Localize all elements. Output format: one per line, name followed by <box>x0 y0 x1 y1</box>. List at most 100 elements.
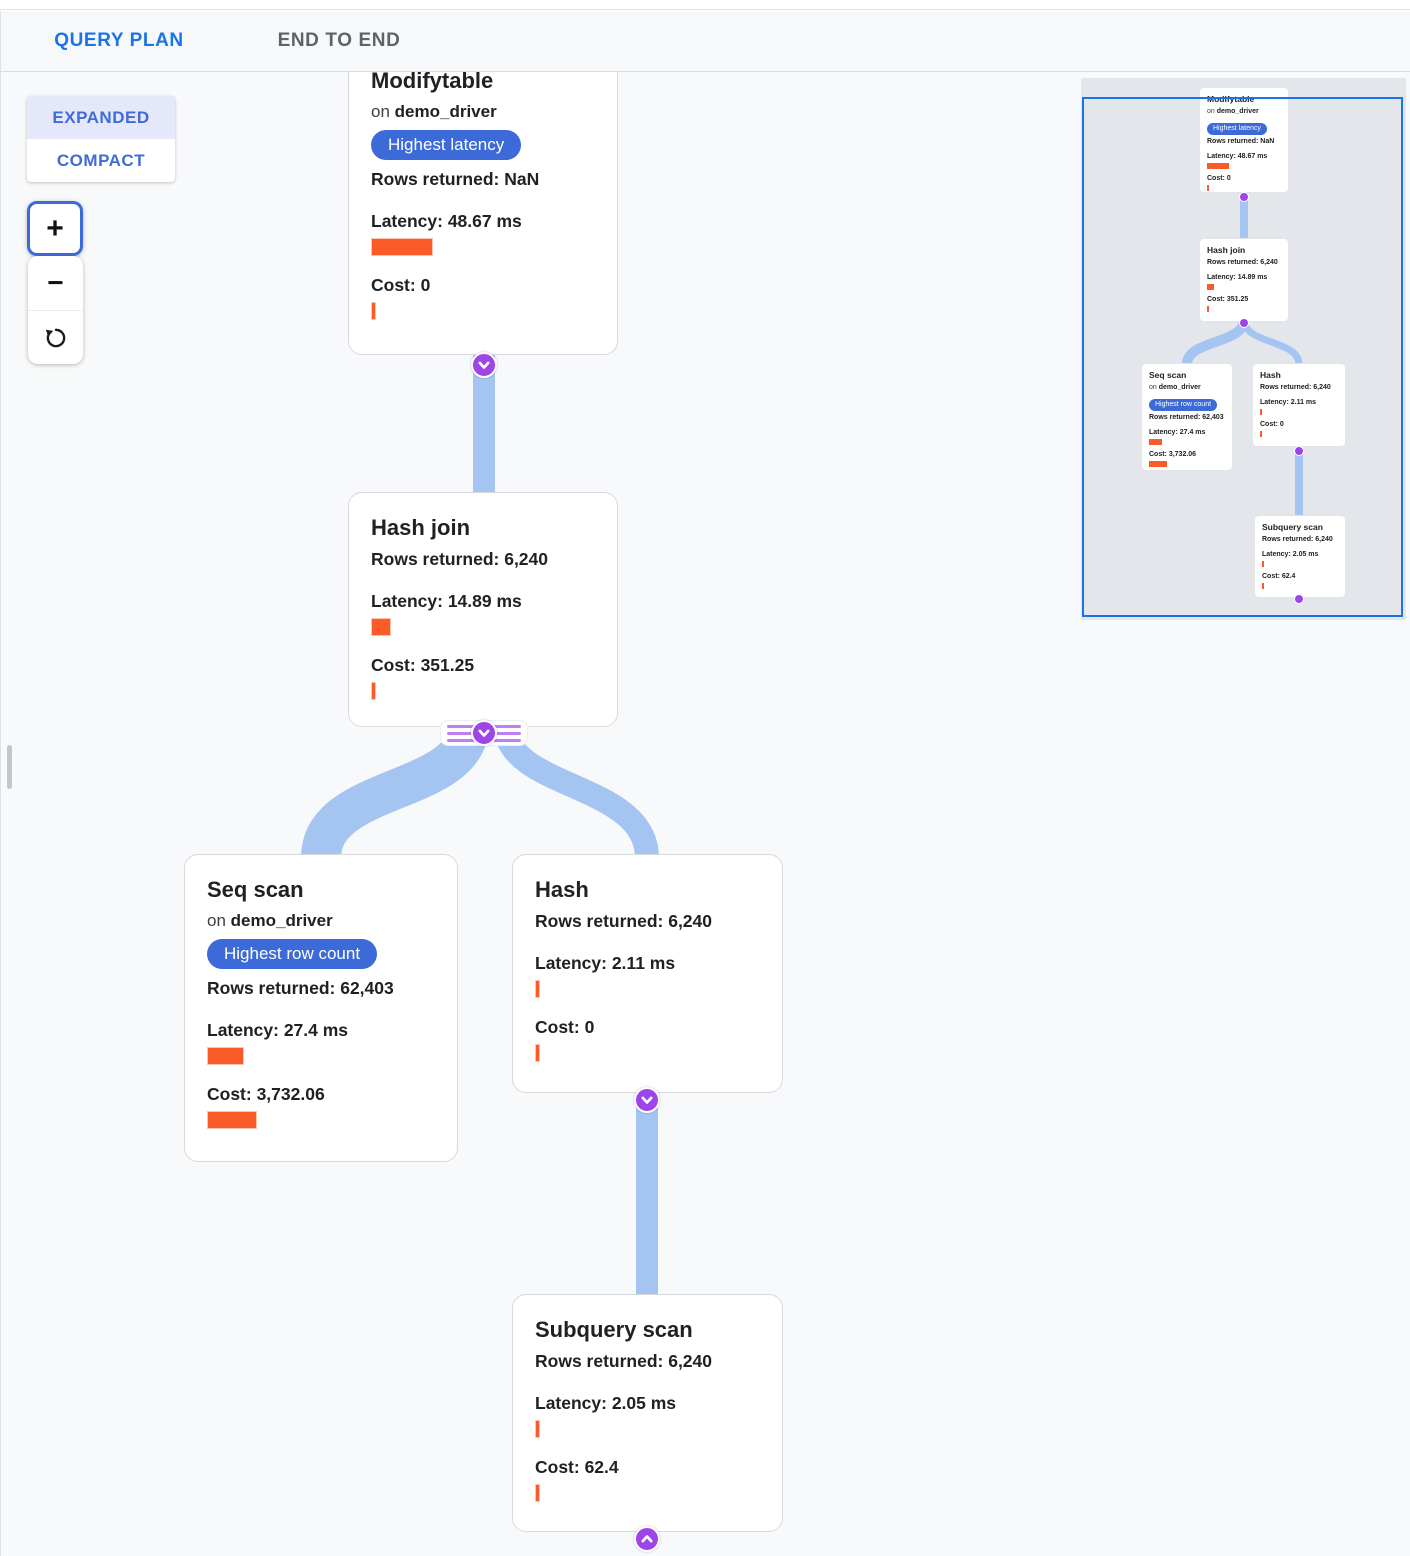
cost-bar <box>207 1111 257 1129</box>
latency-label: Latency: 14.89 ms <box>371 591 522 611</box>
minimap-node-seq-scan: Seq scan on demo_driver Highest row coun… <box>1141 363 1233 471</box>
vertical-scrollbar-thumb[interactable] <box>7 745 12 789</box>
collapse-toggle-modifytable[interactable] <box>471 352 497 378</box>
node-table: on demo_driver <box>1149 384 1201 391</box>
latency-bar <box>371 238 433 256</box>
node-title: Subquery scan <box>1262 522 1323 532</box>
minimap-node-modifytable: Modifytable on demo_driver Highest laten… <box>1199 87 1289 193</box>
node-table: on demo_driver <box>371 99 595 125</box>
node-title: Subquery scan <box>535 1317 693 1342</box>
collapse-toggle-hash-join[interactable] <box>471 720 497 746</box>
minimap-viewport[interactable] <box>1082 97 1403 617</box>
latency-bar <box>1207 163 1229 169</box>
cost-stat: Cost: 3,732.06 <box>207 1081 435 1129</box>
latency-stat: Latency: 27.4 ms <box>207 1017 435 1065</box>
cost-bar <box>535 1484 540 1502</box>
compact-label: COMPACT <box>56 150 146 170</box>
rows-returned: Rows returned: 6,240 <box>371 549 548 569</box>
zoom-in-button[interactable]: + <box>27 201 83 256</box>
chevron-up-icon <box>641 1535 653 1543</box>
plan-node-modifytable[interactable]: Modifytable on demo_driver Highest laten… <box>348 72 618 355</box>
cost-bar <box>535 1044 540 1062</box>
latency-stat: Latency: 2.11 ms <box>535 950 760 998</box>
zoom-controls: − <box>28 256 83 364</box>
node-title: Hash <box>1260 370 1281 380</box>
view-toggle: EXPANDED COMPACT <box>27 96 175 182</box>
badge-highest-row-count: Highest row count <box>207 939 378 969</box>
tab-end-to-end-label: END TO END <box>277 30 401 51</box>
node-title: Modifytable <box>371 72 494 93</box>
tab-query-plan[interactable]: QUERY PLAN <box>9 11 237 77</box>
cost-stat: Cost: 351.25 <box>371 652 595 700</box>
cost-bar <box>1149 461 1167 467</box>
rows-returned: Rows returned: 6,240 <box>535 1351 712 1371</box>
node-title: Hash join <box>371 515 471 540</box>
rows-returned: Rows returned: 6,240 <box>1260 384 1331 391</box>
minimap-connector-dot <box>1239 318 1249 328</box>
node-title: Seq scan <box>207 877 304 902</box>
zoom-out-button[interactable]: − <box>28 256 83 310</box>
plan-node-hash-join[interactable]: Hash join Rows returned: 6,240 Latency: … <box>348 492 618 727</box>
latency-label: Latency: 48.67 ms <box>371 211 522 231</box>
cost-bar <box>371 682 376 700</box>
plan-node-hash[interactable]: Hash Rows returned: 6,240 Latency: 2.11 … <box>512 854 783 1093</box>
latency-stat: Latency: 48.67 ms <box>371 208 595 256</box>
cost-bar <box>1260 431 1262 437</box>
expanded-button[interactable]: EXPANDED <box>27 96 175 139</box>
cost-label: Cost: 0 <box>535 1017 595 1037</box>
plan-node-subquery-scan[interactable]: Subquery scan Rows returned: 6,240 Laten… <box>512 1294 783 1532</box>
cost-bar <box>1262 583 1264 589</box>
latency-stat: Latency: 2.05 ms <box>535 1390 760 1438</box>
collapse-toggle-subquery-scan[interactable] <box>634 1526 660 1552</box>
latency-label: Latency: 2.11 ms <box>535 953 676 973</box>
tab-bar: QUERY PLAN END TO END <box>0 11 1410 77</box>
latency-bar <box>1260 409 1262 415</box>
cost-bar <box>371 302 376 320</box>
latency-bar <box>1207 284 1214 290</box>
badge-highest-latency: Highest latency <box>1207 123 1267 135</box>
rows-returned: Rows returned: 6,240 <box>1262 536 1333 543</box>
minimap-connector-dot <box>1294 446 1304 456</box>
cost-label: Cost: 0 <box>371 275 431 295</box>
minimap-node-hash: Hash Rows returned: 6,240 Latency: 2.11 … <box>1252 363 1346 447</box>
link-hashjoin-seqscan <box>301 721 489 861</box>
compact-button[interactable]: COMPACT <box>27 139 175 182</box>
expanded-label: EXPANDED <box>52 107 150 127</box>
cost-label: Cost: 351.25 <box>371 655 475 675</box>
collapse-toggle-hash[interactable] <box>634 1087 660 1113</box>
node-title: Hash <box>535 877 589 902</box>
tab-query-plan-label: QUERY PLAN <box>54 30 184 51</box>
latency-label: Latency: 2.05 ms <box>535 1393 677 1413</box>
latency-stat: Latency: 14.89 ms <box>371 588 595 636</box>
chevron-down-icon <box>478 729 490 737</box>
minimap[interactable]: Modifytable on demo_driver Highest laten… <box>1081 78 1406 620</box>
table-name: demo_driver <box>394 102 497 121</box>
minus-icon: − <box>47 267 64 298</box>
tab-end-to-end[interactable]: END TO END <box>249 11 429 71</box>
cost-label: Cost: 3,732.06 <box>207 1084 325 1104</box>
cost-stat: Cost: 0 <box>371 272 595 320</box>
node-title: Hash join <box>1207 245 1246 255</box>
rows-returned: Rows returned: 62,403 <box>207 978 394 998</box>
rotate-ccw-icon <box>45 328 65 347</box>
latency-bar <box>1262 561 1264 567</box>
rows-returned: Rows returned: NaN <box>1207 138 1275 145</box>
on-label: on <box>207 911 226 930</box>
badge-highest-latency: Highest latency <box>371 130 522 160</box>
plan-node-seq-scan[interactable]: Seq scan on demo_driver Highest row coun… <box>184 854 458 1162</box>
node-title: Modifytable <box>1207 94 1255 104</box>
table-name: demo_driver <box>230 911 333 930</box>
node-table: on demo_driver <box>207 908 435 934</box>
reset-zoom-button[interactable] <box>28 310 83 364</box>
badge-highest-row-count: Highest row count <box>1149 399 1218 411</box>
latency-label: Latency: 27.4 ms <box>207 1020 349 1040</box>
plus-icon: + <box>46 211 64 245</box>
rows-returned: Rows returned: 6,240 <box>535 911 712 931</box>
cost-bar <box>1207 185 1209 191</box>
cost-stat: Cost: 0 <box>535 1014 760 1062</box>
rows-returned: Rows returned: 6,240 <box>1207 259 1278 266</box>
minimap-node-subquery-scan: Subquery scan Rows returned: 6,240 Laten… <box>1254 515 1346 598</box>
minimap-connector-dot <box>1294 594 1304 604</box>
on-label: on <box>371 102 390 121</box>
link-hashjoin-hash <box>493 722 659 860</box>
